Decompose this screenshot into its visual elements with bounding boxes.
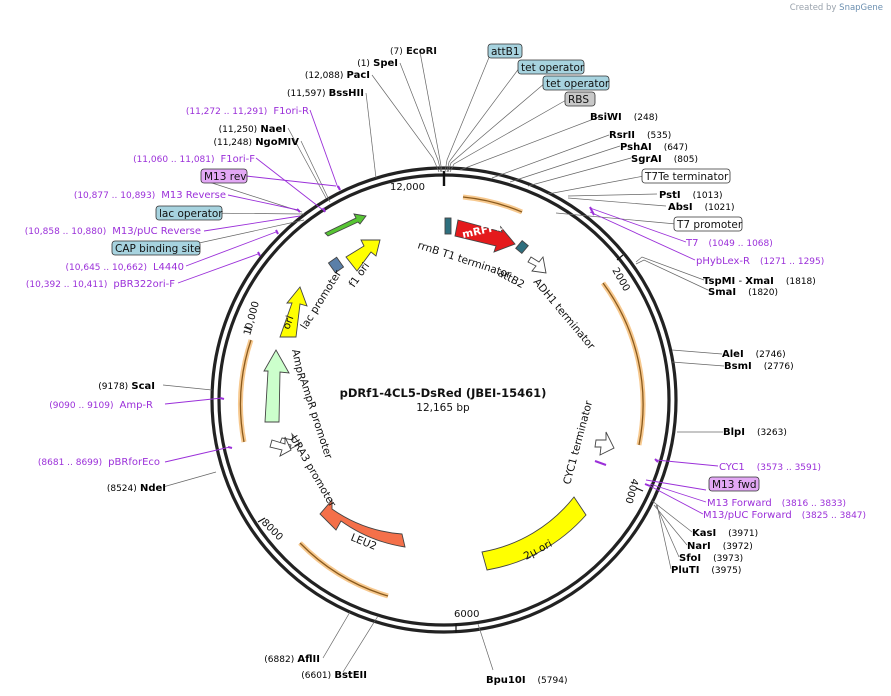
box-t7-promoter[interactable]: T7 promoter xyxy=(676,219,743,231)
orf-arcs xyxy=(238,194,646,599)
enzyme-absi[interactable]: AbsI(1021) xyxy=(668,202,735,213)
primer-m13-reverse[interactable]: (10,877 .. 10,893)M13 Reverse xyxy=(74,190,226,201)
enzyme-spei[interactable]: (1) SpeI xyxy=(357,58,398,69)
enzyme-blpi[interactable]: BlpI(3263) xyxy=(723,427,787,438)
enzymes-left: (9178) ScaI (8524) NdeI xyxy=(98,381,166,494)
primer-cyc1[interactable]: CYC1(3573 .. 3591) xyxy=(719,462,821,473)
enzyme-ecori[interactable]: (7) EcoRI xyxy=(390,46,437,57)
enzyme-smai[interactable]: SmaI(1820) xyxy=(708,287,778,298)
label-ampr: AmpR xyxy=(289,348,307,381)
enzyme-sfoi[interactable]: SfoI(3973) xyxy=(679,553,743,564)
enzyme-bsshii[interactable]: (11,597) BssHII xyxy=(287,88,364,99)
tick-2000 xyxy=(616,254,624,261)
enzymes-top: (7) EcoRI (1) SpeI (12,088) PacI (11,597… xyxy=(213,46,437,148)
primer-f1ori-r[interactable]: (11,272 .. 11,291)F1ori-R xyxy=(186,106,309,117)
primer-m13-forward[interactable]: M13 Forward(3816 .. 3833) xyxy=(707,498,846,509)
box-m13-fwd[interactable]: M13 fwd xyxy=(712,479,757,491)
credit-brand: SnapGene xyxy=(839,3,883,13)
primer-lines xyxy=(164,109,719,515)
primers-right: T7(1049 .. 1068) pHybLex-R(1271 .. 1295)… xyxy=(685,238,866,521)
ticks xyxy=(243,171,644,633)
enzyme-pluti[interactable]: PluTI(3975) xyxy=(671,565,741,576)
tick-label-4000: 4000 xyxy=(623,477,640,504)
primer-l4440[interactable]: (10,645 .. 10,662)L4440 xyxy=(66,262,184,273)
label-cyc1-terminator: CYC1 terminator xyxy=(561,399,595,486)
feature-rrnb-t1-terminator[interactable] xyxy=(444,217,452,235)
primer-m13-puc-reverse[interactable]: (10,858 .. 10,880)M13/pUC Reverse xyxy=(25,226,201,237)
label-adh1-terminator: ADH1 terminator xyxy=(531,276,598,352)
enzyme-ngomiv[interactable]: (11,248) NgoMIV xyxy=(213,137,299,148)
box-cap-binding-site[interactable]: CAP binding site xyxy=(115,243,201,255)
snapgene-credit: Created by SnapGene xyxy=(790,3,883,13)
feature-leu2[interactable] xyxy=(319,498,406,548)
enzyme-rsrii[interactable]: RsrII(535) xyxy=(609,130,671,141)
tick-label-12000: 12,000 xyxy=(390,182,425,193)
label-lac-promoter: lac promoter xyxy=(298,268,344,332)
enzyme-kasi[interactable]: KasI(3971) xyxy=(692,528,758,539)
enzyme-bsiwi[interactable]: BsiWI(248) xyxy=(590,112,658,123)
feature-cyc1-terminator[interactable] xyxy=(594,431,615,456)
primer-ticks xyxy=(219,185,659,487)
enzyme-bpu10i[interactable]: Bpu10I(5794) xyxy=(486,675,567,686)
primers-left: (11,272 .. 11,291)F1ori-R (11,060 .. 11,… xyxy=(25,106,309,468)
box-t7te-terminator[interactable]: T7Te terminator xyxy=(644,171,729,183)
plasmid-size: 12,165 bp xyxy=(416,402,470,414)
feature-lac-promoter-arrow[interactable] xyxy=(324,213,367,237)
tick-10000 xyxy=(243,326,253,331)
enzyme-ndei[interactable]: (8524) NdeI xyxy=(107,483,166,494)
box-attb1[interactable]: attB1 xyxy=(491,46,520,58)
enzyme-scai[interactable]: (9178) ScaI xyxy=(98,381,155,392)
enzyme-bsteii[interactable]: (6601) BstEII xyxy=(301,670,367,681)
tick-8000 xyxy=(257,517,266,523)
primer-m13-puc-forward[interactable]: M13/pUC Forward(3825 .. 3847) xyxy=(703,510,866,521)
enzyme-tspmi-xmai[interactable]: TspMI - XmaI(1818) xyxy=(703,276,816,287)
feature-boxes: attB1 tet operator tet operator RBS T7Te… xyxy=(111,43,760,492)
primer-phyblex-r[interactable]: pHybLex-R(1271 .. 1295) xyxy=(696,256,824,267)
tick-label-6000: 6000 xyxy=(454,609,479,620)
feature-attb2[interactable] xyxy=(515,239,529,255)
primer-t7[interactable]: T7(1049 .. 1068) xyxy=(685,238,773,249)
primer-amp-r[interactable]: (9090 .. 9109)Amp-R xyxy=(49,400,153,411)
credit-prefix: Created by xyxy=(789,3,837,13)
feature-ori[interactable] xyxy=(279,286,308,338)
enzyme-alei[interactable]: AleI(2746) xyxy=(722,349,786,360)
feature-ura3-promoter[interactable] xyxy=(269,436,292,457)
box-lac-operator[interactable]: lac operator xyxy=(159,208,223,220)
center-title: pDRf1-4CL5-DsRed (JBEI-15461) 12,165 bp xyxy=(340,386,547,414)
enzyme-psti[interactable]: PstI(1013) xyxy=(659,190,723,201)
leader-lines xyxy=(162,51,725,673)
enzymes-bottom: (6882) AflII (6601) BstEII Bpu10I(5794) xyxy=(264,654,567,686)
enzymes-right: BsiWI(248) RsrII(535) PshAI(647) SgrAI(8… xyxy=(590,112,816,576)
label-f1-ori: f1 ori xyxy=(347,260,373,289)
enzyme-aflii[interactable]: (6882) AflII xyxy=(264,654,320,665)
feature-lac-operator-block[interactable] xyxy=(327,256,345,274)
tick-label-8000: 8000 xyxy=(259,517,285,543)
enzyme-pshai[interactable]: PshAI(647) xyxy=(620,142,688,153)
primer-pbr322ori-f[interactable]: (10,392 .. 10,411)pBR322ori-F xyxy=(26,279,175,290)
plasmid-name: pDRf1-4CL5-DsRed (JBEI-15461) xyxy=(340,386,547,400)
enzyme-paci[interactable]: (12,088) PacI xyxy=(305,70,370,81)
enzyme-bsmi[interactable]: BsmI(2776) xyxy=(724,361,794,372)
tick-4000 xyxy=(635,487,644,492)
box-m13-rev[interactable]: M13 rev xyxy=(204,171,247,183)
box-tet-operator-2[interactable]: tet operator xyxy=(546,78,610,90)
primer-pbrforeco[interactable]: (8681 .. 8699)pBRforEco xyxy=(38,457,160,468)
box-tet-operator-1[interactable]: tet operator xyxy=(521,62,585,74)
enzyme-nari[interactable]: NarI(3972) xyxy=(687,541,753,552)
enzyme-sgrai[interactable]: SgrAI(805) xyxy=(631,154,698,165)
feature-mrfp1[interactable] xyxy=(454,219,516,253)
primer-f1ori-f[interactable]: (11,060 .. 11,081)F1ori-F xyxy=(133,154,255,165)
box-rbs[interactable]: RBS xyxy=(568,94,589,106)
enzyme-naei[interactable]: (11,250) NaeI xyxy=(219,124,286,135)
features xyxy=(263,213,615,571)
feature-ampr[interactable] xyxy=(263,349,290,423)
feature-f1-ori[interactable] xyxy=(345,239,381,272)
label-ori: ori xyxy=(281,314,297,331)
tick-label-10000: 10,000 xyxy=(242,300,262,337)
feature-2mu-ori[interactable] xyxy=(481,496,587,571)
feature-adh1-terminator[interactable] xyxy=(527,255,547,274)
backbone xyxy=(210,166,678,634)
